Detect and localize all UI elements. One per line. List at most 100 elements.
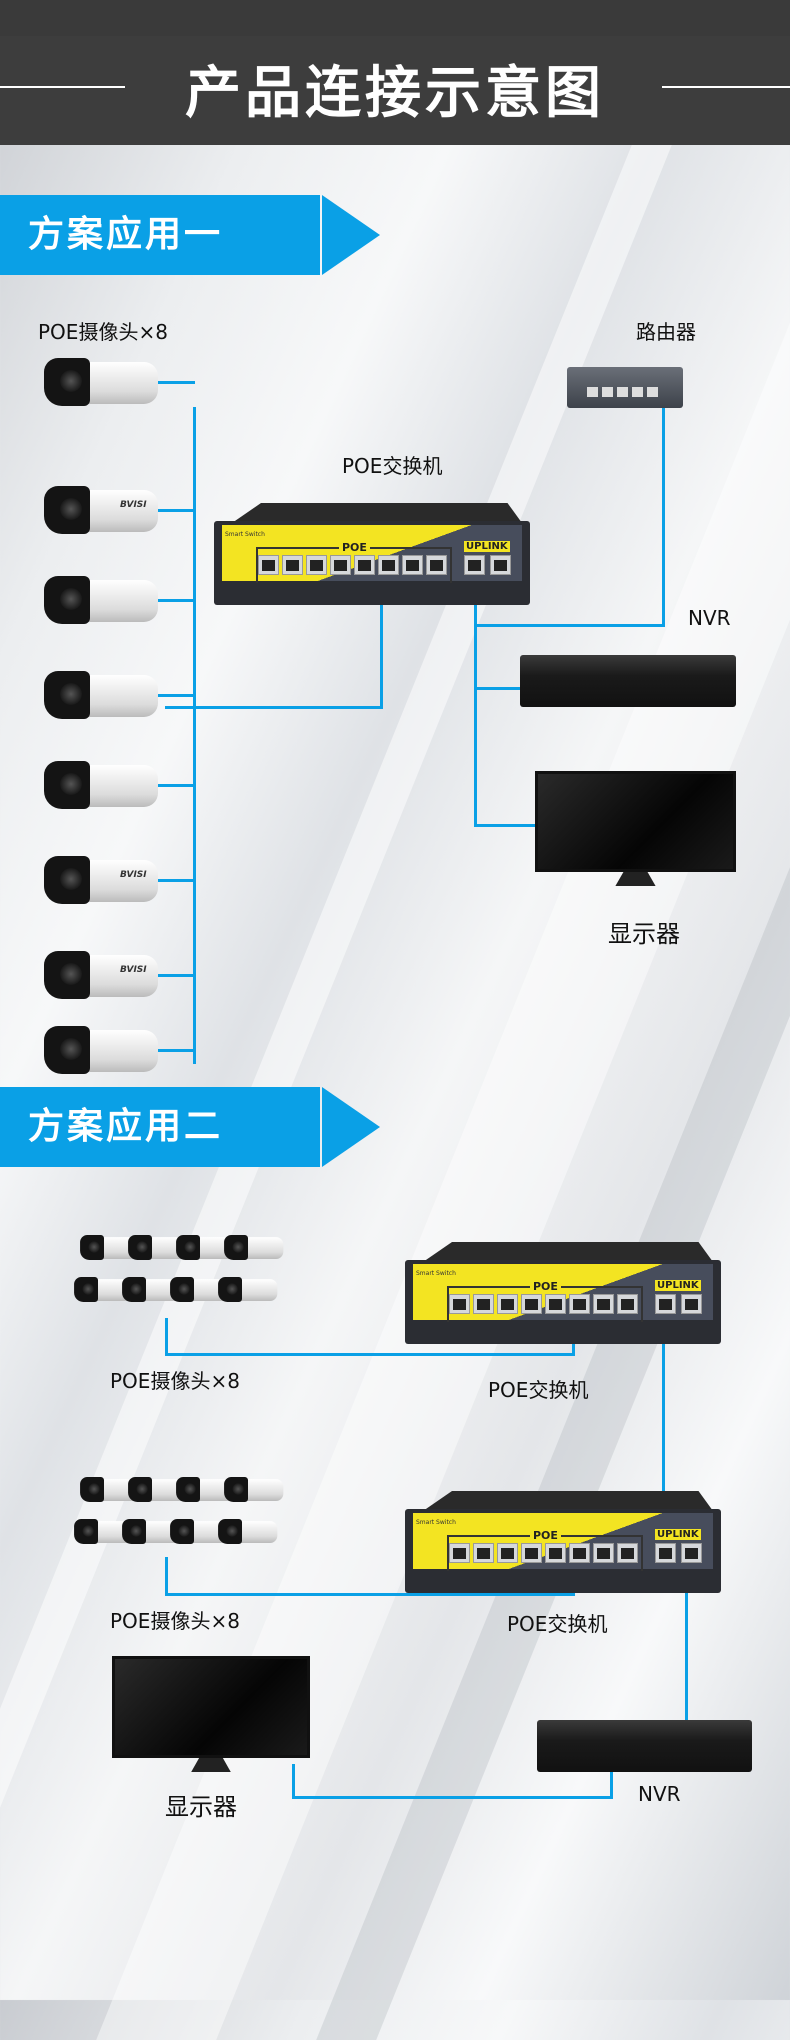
poe-camera (216, 1518, 278, 1545)
poe-port (473, 1294, 494, 1314)
connector-line (158, 509, 195, 512)
poe-camera (222, 1234, 284, 1261)
camera-lens-icon (184, 1483, 196, 1495)
monitor-label: 显示器 (608, 920, 680, 948)
uplink-port (655, 1294, 676, 1314)
camera-lens-icon (82, 1283, 94, 1295)
poe-camera (78, 1476, 140, 1503)
camera-lens-icon (60, 588, 82, 610)
nvr-label: NVR (688, 606, 731, 630)
camera-lens-icon (88, 1483, 100, 1495)
poe-camera (72, 1276, 134, 1303)
camera-lens-icon (88, 1241, 100, 1253)
poe-label: POE (530, 1529, 561, 1542)
poe-port (354, 555, 375, 575)
poe-camera (78, 1234, 140, 1261)
poe-port (569, 1543, 590, 1563)
poe-switch-device: POE UPLINK Smart Switch (214, 503, 530, 605)
uplink-port (464, 555, 485, 575)
poe-port (402, 555, 423, 575)
nvr-label: NVR (638, 1782, 681, 1806)
camera-lens-icon (226, 1525, 238, 1537)
router-device (567, 367, 683, 408)
poe-camera (216, 1276, 278, 1303)
nvr-device (537, 1720, 752, 1772)
poe-camera (40, 1024, 160, 1076)
section-banner-1: 方案应用一 (0, 195, 320, 275)
connector-line (292, 1796, 612, 1799)
poe-camera (126, 1234, 188, 1261)
switch-label: POE交换机 (488, 1378, 589, 1402)
camera-lens-icon (178, 1525, 190, 1537)
poe-port (497, 1294, 518, 1314)
poe-camera (72, 1518, 134, 1545)
poe-port (473, 1543, 494, 1563)
camera-lens-icon (232, 1483, 244, 1495)
connector-line (662, 1320, 665, 1550)
switch-brand: Smart Switch (416, 1270, 456, 1277)
poe-port (378, 555, 399, 575)
monitor-device (112, 1656, 310, 1772)
camera-lens-icon (60, 498, 82, 520)
camera-lens-icon (232, 1241, 244, 1253)
connector-line (158, 381, 195, 384)
poe-port (545, 1543, 566, 1563)
poe-port (521, 1543, 542, 1563)
poe-camera (120, 1518, 182, 1545)
connector-line (474, 687, 522, 690)
camera-lens-icon (60, 370, 82, 392)
section-banner-2: 方案应用二 (0, 1087, 320, 1167)
camera-lens-icon (184, 1241, 196, 1253)
router-label: 路由器 (636, 320, 696, 344)
poe-port (258, 555, 279, 575)
poe-camera (126, 1476, 188, 1503)
switch-brand: Smart Switch (416, 1519, 456, 1526)
connector-line (685, 1593, 688, 1721)
uplink-port (681, 1543, 702, 1563)
connector-line (165, 1353, 575, 1356)
connector-line (380, 575, 383, 709)
banner-arrow-icon (322, 1087, 380, 1167)
poe-port (449, 1294, 470, 1314)
poe-label: POE (530, 1280, 561, 1293)
camera-lens-icon (178, 1283, 190, 1295)
uplink-label: UPLINK (464, 541, 510, 552)
switch-brand: Smart Switch (225, 531, 265, 538)
connector-line (193, 407, 196, 1064)
connector-line (158, 974, 195, 977)
connector-line (165, 1557, 168, 1595)
poe-camera (120, 1276, 182, 1303)
camera-lens-icon (60, 683, 82, 705)
connector-line (662, 406, 665, 627)
divider (0, 86, 125, 88)
uplink-port (681, 1294, 702, 1314)
camera-lens-icon (82, 1525, 94, 1537)
camera-lens-icon (60, 773, 82, 795)
poe-camera (40, 574, 160, 626)
connector-line (158, 1049, 195, 1052)
camera-brand: BVISI (120, 500, 147, 510)
poe-port (569, 1294, 590, 1314)
camera-lens-icon (136, 1483, 148, 1495)
connector-line (292, 1764, 295, 1799)
camera-group (72, 1234, 287, 1324)
connector-line (158, 879, 195, 882)
poe-camera (174, 1476, 236, 1503)
poe-port (426, 555, 447, 575)
poe-camera (168, 1518, 230, 1545)
poe-port (330, 555, 351, 575)
connector-line (165, 706, 383, 709)
connector-line (158, 599, 195, 602)
connector-line (474, 575, 477, 827)
poe-camera (174, 1234, 236, 1261)
cameras-label: POE摄像头×8 (38, 320, 168, 344)
monitor-label: 显示器 (165, 1793, 237, 1821)
poe-port (449, 1543, 470, 1563)
poe-camera (40, 759, 160, 811)
poe-port (521, 1294, 542, 1314)
poe-camera (168, 1276, 230, 1303)
poe-label: POE (339, 541, 370, 554)
connector-line (474, 824, 537, 827)
poe-camera: BVISI (40, 854, 160, 906)
